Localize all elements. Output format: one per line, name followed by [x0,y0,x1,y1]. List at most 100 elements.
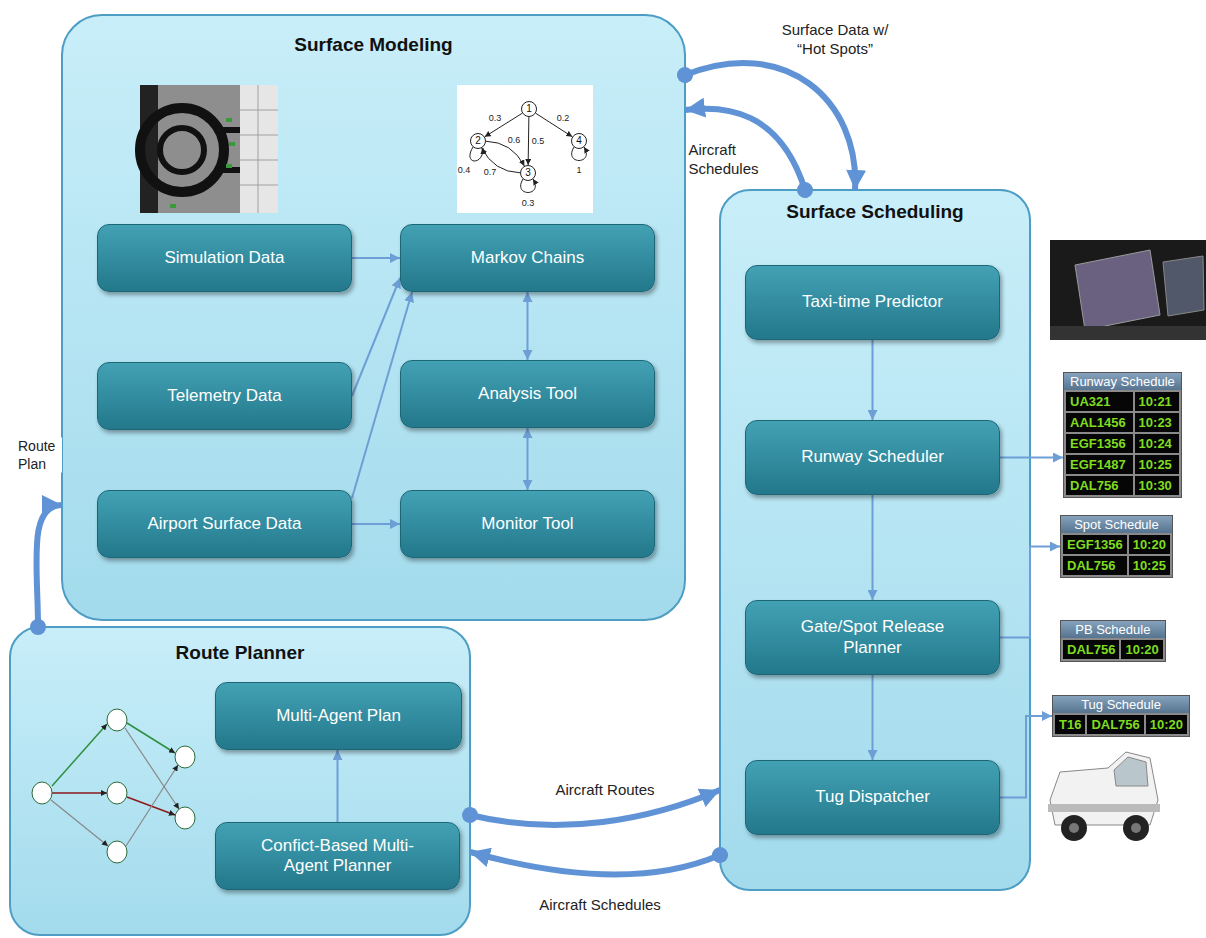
panel-title: Route Planner [10,642,470,664]
route-graph-image [125,728,179,809]
table-cell: DAL756 [1066,476,1133,495]
route-graph-image [32,782,52,804]
flow-arrow [685,63,855,190]
airport-map-image [140,85,278,213]
route-graph-image [51,800,108,846]
box-label: Confict-Based Multi-Agent Planner [243,836,433,877]
table-cell: AAL1456 [1066,413,1133,432]
box-label: Tug Dispatcher [815,787,930,807]
table-cell: EGF1487 [1066,455,1133,474]
process-box: Taxi-time Predictor [745,265,1000,340]
table-cell: DAL756 [1087,715,1143,734]
table-cell: 10:20 [1121,640,1162,659]
panel-fill [720,190,1030,890]
state-circle: 1 [521,101,537,117]
console-photo [1050,326,1206,340]
route-graph-image [52,792,107,794]
transition-arrow [528,117,530,165]
table-cell: 10:20 [1129,535,1170,554]
probability-label: 0.5 [531,136,546,146]
table-cell: 10:30 [1135,476,1179,495]
tug-vehicle-photo [1048,804,1160,812]
panel-title: Surface Scheduling [720,201,1030,223]
airport-map-image [170,204,176,208]
tug-vehicle-photo [1131,823,1141,833]
state-number: 3 [525,168,531,178]
table-cell: EGF1356 [1066,434,1133,453]
table-heading: Spot Schedule [1061,516,1172,533]
illustration [32,85,1206,863]
connector-arrow [352,257,400,259]
markov-graph-image [457,85,593,213]
box-label: Simulation Data [164,248,284,268]
process-box: Tug Dispatcher [745,760,1000,835]
process-box: Simulation Data [97,224,352,292]
probability-label: 0.2 [556,113,571,123]
panel-fill [62,15,685,620]
airport-map-image [240,85,278,213]
table-heading: Runway Schedule [1064,373,1181,390]
flow-label: Aircraft Schedules [689,141,764,179]
probability-label: 0.7 [483,167,498,177]
connector-arrow [337,750,339,822]
flow-label: Aircraft Routes [555,781,654,800]
transition-arrow [536,113,573,136]
process-box: Telemetry Data [97,362,352,430]
route-graph-image [52,724,107,786]
box-label: Runway Scheduler [801,447,944,467]
state-circle: 2 [470,133,486,149]
connector-arrow [872,495,874,600]
box-label: Monitor Tool [481,514,573,534]
box-label: Markov Chains [471,248,584,268]
console-photo [1075,250,1160,330]
table-cell: 10:20 [1146,715,1187,734]
schedule-table: Runway ScheduleUA32110:21AAL145610:23EGF… [1063,372,1182,498]
flow-arrow [36,505,62,627]
process-box: Monitor Tool [400,490,655,558]
panel-title: Surface Modeling [62,34,685,56]
route-graph-image [32,709,195,863]
console-photo [1163,256,1204,316]
route-graph-image [175,746,195,768]
table-cell: 10:25 [1129,556,1170,575]
airport-map-image [140,108,224,192]
airport-map-image [240,85,278,213]
connector-arrow [527,428,529,490]
process-box: Gate/Spot Release Planner [745,600,1000,675]
table-grid: UA32110:21AAL145610:23EGF135610:24EGF148… [1064,390,1181,497]
box-label: Telemetry Data [167,386,281,406]
table-heading: PB Schedule [1061,621,1165,638]
connector-arrow [1000,547,1060,638]
state-number: 2 [475,136,481,146]
route-graph-image [126,765,178,846]
connectors [36,63,1063,874]
airport-map-image [226,164,232,168]
console-photo [1050,240,1206,340]
flow-label: Route Plan [18,438,62,473]
panel-fills [10,15,1030,935]
module-panel: Surface SchedulingTaxi-time PredictorRun… [720,190,1030,890]
probability-label: 0.3 [488,113,503,123]
markov-graph-image [572,147,587,161]
airport-map-image [160,128,204,172]
airport-map-image [229,142,235,146]
connector-arrow [352,278,400,396]
flow-label: Surface Data w/ “Hot Spots” [773,21,898,59]
process-box: Runway Scheduler [745,420,1000,495]
box-label: Analysis Tool [478,384,577,404]
probability-label: 0.3 [521,198,536,208]
connector-arrow [352,523,400,525]
flow-arrow [685,109,805,190]
table-grid: EGF135610:20DAL75610:25 [1061,533,1172,577]
process-box: Airport Surface Data [97,490,352,558]
process-box: Analysis Tool [400,360,655,428]
process-box: Markov Chains [400,224,655,292]
table-cell: DAL756 [1063,556,1127,575]
schedule-table: Spot ScheduleEGF135610:20DAL75610:25 [1060,515,1173,578]
tug-vehicle-photo [1061,815,1087,841]
table-grid: T16DAL75610:20 [1053,713,1189,736]
probability-label: 1 [575,165,582,175]
table-cell: 10:23 [1135,413,1179,432]
schedule-table: PB ScheduleDAL75610:20 [1060,620,1166,662]
